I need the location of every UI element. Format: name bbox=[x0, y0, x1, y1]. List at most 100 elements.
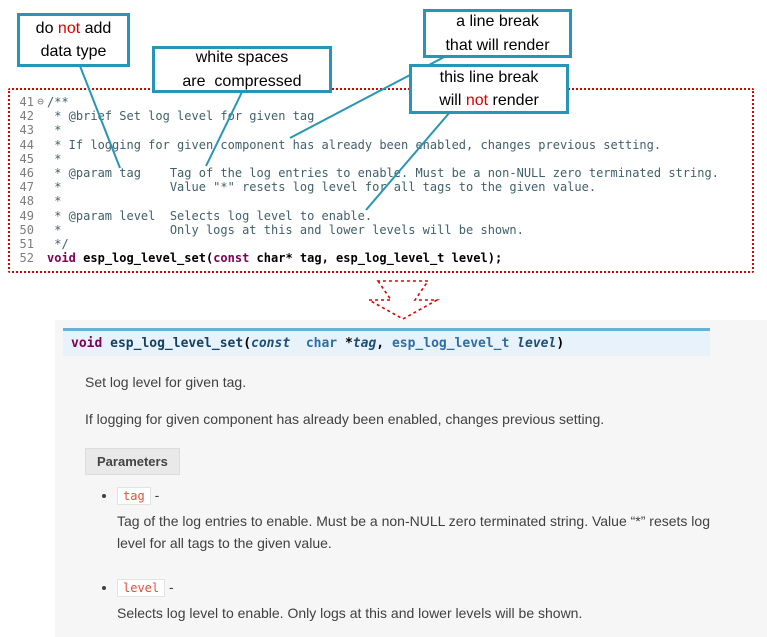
text-segment: ( bbox=[243, 336, 252, 351]
code-text: * bbox=[47, 123, 61, 137]
line-number: 52 bbox=[19, 251, 34, 266]
code-line: 48 * bbox=[12, 194, 752, 208]
line-number: 44 bbox=[19, 137, 34, 152]
text-segment: * @param tag Tag of the log entries to e… bbox=[47, 166, 719, 181]
parameters-list: tag -Tag of the log entries to enable. M… bbox=[85, 487, 727, 624]
text-segment: not bbox=[57, 19, 81, 37]
fold-gutter bbox=[34, 237, 47, 251]
text-segment: add bbox=[80, 19, 112, 37]
fold-gutter bbox=[34, 152, 47, 166]
fold-gutter bbox=[34, 180, 47, 194]
text-segment: a line break bbox=[456, 13, 539, 31]
callout-line-break-renders: a line break that will render bbox=[423, 9, 572, 58]
text-segment: /** bbox=[47, 95, 69, 109]
text-segment: void bbox=[47, 251, 76, 266]
text-segment: ) bbox=[556, 336, 565, 351]
code-line: 43 * bbox=[12, 123, 752, 137]
text-segment: * If logging for given component has alr… bbox=[47, 137, 662, 152]
text-segment: are compressed bbox=[182, 72, 302, 90]
line-number: 48 bbox=[19, 194, 34, 209]
text-segment: void bbox=[71, 336, 103, 351]
fold-gutter bbox=[34, 194, 47, 208]
code-text: /** bbox=[47, 95, 69, 109]
callout-line-break-not-render: this line break will not render bbox=[409, 64, 569, 114]
text-segment: , bbox=[376, 336, 392, 351]
text-segment: * bbox=[47, 151, 62, 166]
callout-white-spaces-compressed: white spaces are compressed bbox=[152, 46, 332, 93]
fold-gutter bbox=[34, 209, 47, 223]
fold-gutter bbox=[34, 223, 47, 237]
text-segment: */ bbox=[47, 237, 69, 252]
code-text: * If logging for given component has alr… bbox=[47, 138, 661, 152]
line-number: 41 bbox=[19, 95, 34, 109]
text-segment: char bbox=[305, 336, 338, 351]
text-segment: do bbox=[35, 19, 58, 37]
text-segment: * Only logs at this and lower levels wil… bbox=[47, 222, 524, 237]
code-text: * bbox=[47, 152, 61, 166]
code-line: 47 * Value "*" resets log level for all … bbox=[12, 180, 752, 194]
code-line: 42 * @brief Set log level for given tag bbox=[12, 109, 752, 123]
text-segment: * Value "*" resets log level for all tag… bbox=[47, 180, 597, 195]
doc-body: Set log level for given tag. If logging … bbox=[55, 372, 767, 624]
brief-paragraph: Set log level for given tag. bbox=[85, 374, 247, 390]
fold-gutter bbox=[34, 138, 47, 152]
text-segment: ( bbox=[205, 251, 214, 266]
line-number: 47 bbox=[19, 180, 34, 195]
text-segment: esp_log_level_t bbox=[391, 336, 510, 351]
code-text: * bbox=[47, 194, 61, 208]
code-line: 46 * @param tag Tag of the log entries t… bbox=[12, 166, 752, 180]
line-number: 42 bbox=[19, 109, 34, 124]
fold-toggle-icon[interactable]: ⊖ bbox=[37, 95, 44, 108]
text-segment: esp_log_level_set bbox=[83, 251, 206, 266]
text-segment: * bbox=[47, 194, 62, 209]
parameters-label: Parameters bbox=[85, 448, 180, 475]
callout-text-line: will not render bbox=[412, 89, 566, 112]
text-segment bbox=[509, 336, 517, 351]
fold-gutter bbox=[34, 109, 47, 123]
code-text: */ bbox=[47, 237, 69, 252]
line-number: 50 bbox=[19, 222, 34, 237]
detail-paragraph: If logging for given component has alrea… bbox=[85, 411, 605, 427]
text-segment: const bbox=[251, 336, 291, 351]
function-signature: void esp_log_level_set(const char *tag, … bbox=[63, 328, 710, 356]
fold-gutter bbox=[34, 123, 47, 137]
renders-to-arrow bbox=[365, 280, 441, 320]
fold-gutter bbox=[34, 251, 47, 265]
code-text: * @param level Selects log level to enab… bbox=[47, 209, 372, 223]
param-separator: - bbox=[150, 487, 160, 503]
code-line: 49 * @param level Selects log level to e… bbox=[12, 209, 752, 223]
code-line: 51 */ bbox=[12, 237, 752, 251]
code-text: * @brief Set log level for given tag bbox=[47, 109, 314, 123]
code-line: 45 * bbox=[12, 152, 752, 166]
code-text: void esp_log_level_set(const char* tag, … bbox=[47, 251, 502, 265]
line-number: 43 bbox=[19, 123, 34, 138]
text-segment: that will render bbox=[445, 36, 550, 54]
parameter-item: level -Selects log level to enable. Only… bbox=[117, 578, 727, 624]
text-segment: * bbox=[337, 336, 353, 351]
param-description: Selects log level to enable. Only logs a… bbox=[117, 604, 583, 621]
code-text: * @param tag Tag of the log entries to e… bbox=[47, 166, 719, 180]
line-number: 45 bbox=[19, 151, 34, 166]
callout-text-line: this line break bbox=[412, 66, 566, 89]
code-line: 52 void esp_log_level_set(const char* tag… bbox=[12, 251, 752, 265]
text-segment: level bbox=[517, 336, 557, 351]
text-segment: this line break bbox=[439, 68, 539, 86]
parameter-item: tag -Tag of the log entries to enable. M… bbox=[117, 487, 727, 555]
code-line: 41⊖/** bbox=[12, 95, 752, 109]
text-segment: will bbox=[439, 92, 466, 109]
callout-text-line: white spaces bbox=[155, 46, 329, 69]
line-number: 49 bbox=[19, 208, 34, 223]
code-lines: 41⊖/**42 * @brief Set log level for give… bbox=[12, 95, 752, 265]
text-segment: render bbox=[488, 92, 539, 109]
text-segment: * bbox=[47, 123, 62, 138]
callout-text-line: a line break bbox=[426, 10, 569, 33]
code-text: * Only logs at this and lower levels wil… bbox=[47, 223, 524, 237]
param-separator: - bbox=[165, 578, 174, 595]
text-segment: const bbox=[213, 251, 250, 266]
text-segment: not bbox=[465, 92, 489, 109]
param-name-chip: tag bbox=[117, 487, 151, 505]
text-segment: char* tag, esp_log_level_t level); bbox=[249, 251, 503, 266]
text-segment bbox=[290, 336, 306, 351]
text-segment bbox=[102, 336, 110, 351]
code-text: * Value "*" resets log level for all tag… bbox=[47, 180, 596, 194]
